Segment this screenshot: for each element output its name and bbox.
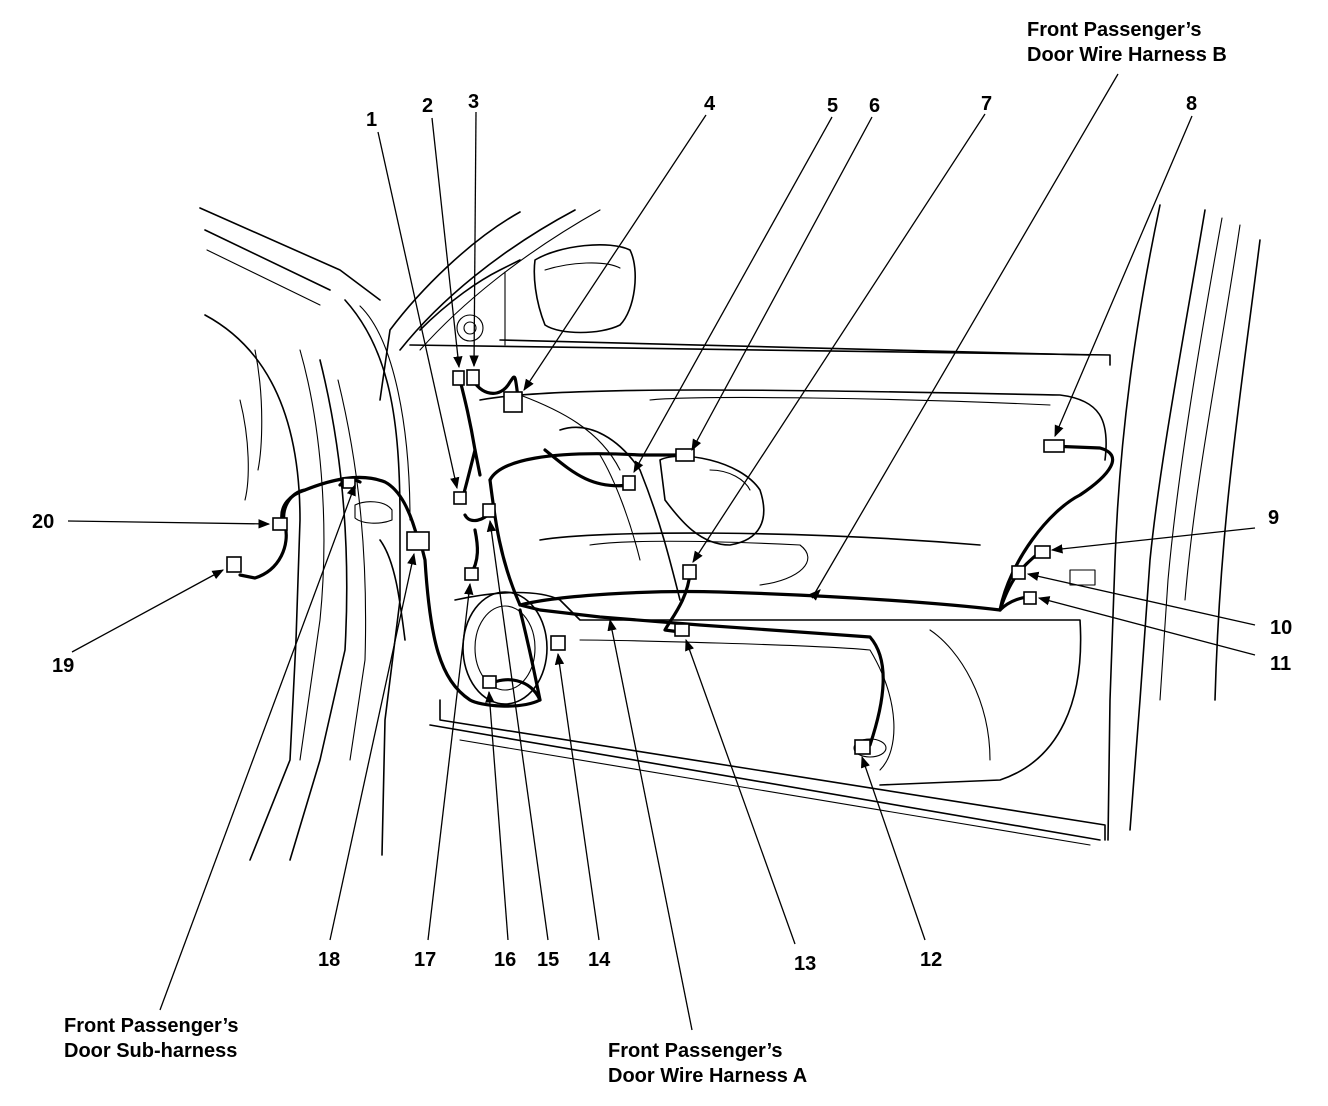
callout-18: 18 bbox=[318, 949, 340, 971]
connector-17 bbox=[464, 567, 479, 581]
connector-5 bbox=[622, 475, 636, 491]
callout-3: 3 bbox=[468, 91, 479, 113]
harness-captions: Front Passenger’s Door Wire Harness B Fr… bbox=[64, 19, 1227, 1087]
connector-16 bbox=[482, 675, 497, 689]
callout-13: 13 bbox=[794, 953, 816, 975]
harness-b-caption-line1: Front Passenger’s bbox=[1027, 19, 1202, 41]
connector-18 bbox=[406, 531, 430, 551]
connector-6 bbox=[675, 448, 695, 462]
callout-6: 6 bbox=[869, 95, 880, 117]
connector-15 bbox=[482, 503, 496, 518]
callout-9: 9 bbox=[1268, 507, 1279, 529]
callout-1: 1 bbox=[366, 109, 377, 131]
callout-12: 12 bbox=[920, 949, 942, 971]
connector-2 bbox=[452, 370, 465, 386]
sub-harness-caption-line2: Door Sub-harness bbox=[64, 1040, 237, 1062]
leader-lines bbox=[67, 73, 1256, 1031]
callout-17: 17 bbox=[414, 949, 436, 971]
callout-16: 16 bbox=[494, 949, 516, 971]
connector-14 bbox=[550, 635, 566, 651]
callout-20: 20 bbox=[32, 511, 54, 533]
connector-11 bbox=[1023, 591, 1037, 605]
callout-10: 10 bbox=[1270, 617, 1292, 639]
connector-19 bbox=[226, 556, 242, 573]
callout-7: 7 bbox=[981, 93, 992, 115]
callout-2: 2 bbox=[422, 95, 433, 117]
connector-4 bbox=[503, 391, 523, 413]
callout-11: 11 bbox=[1270, 653, 1291, 675]
callout-15: 15 bbox=[537, 949, 559, 971]
connector-13 bbox=[674, 623, 690, 637]
connector-12 bbox=[854, 739, 871, 755]
connector-7 bbox=[682, 564, 697, 580]
connector-20 bbox=[272, 517, 288, 531]
callout-5: 5 bbox=[827, 95, 838, 117]
connector-10 bbox=[1011, 565, 1026, 580]
callout-4: 4 bbox=[704, 93, 716, 115]
harness-a-caption-line2: Door Wire Harness A bbox=[608, 1065, 807, 1087]
sub-harness-caption-line1: Front Passenger’s bbox=[64, 1015, 239, 1037]
connector-3 bbox=[466, 369, 480, 386]
connector-ground bbox=[342, 477, 356, 489]
connector-9 bbox=[1034, 545, 1051, 559]
callout-14: 14 bbox=[588, 949, 611, 971]
connector-8 bbox=[1043, 439, 1065, 453]
harness-b-caption-line2: Door Wire Harness B bbox=[1027, 44, 1227, 66]
connector-1 bbox=[453, 491, 467, 505]
callout-8: 8 bbox=[1186, 93, 1197, 115]
callout-numbers: 1 2 3 4 5 6 7 8 9 10 11 12 13 14 15 16 1… bbox=[32, 91, 1292, 975]
connectors bbox=[226, 369, 1065, 755]
callout-19: 19 bbox=[52, 655, 74, 677]
harness-a-caption-line1: Front Passenger’s bbox=[608, 1040, 783, 1062]
harness-routing bbox=[238, 375, 1114, 747]
